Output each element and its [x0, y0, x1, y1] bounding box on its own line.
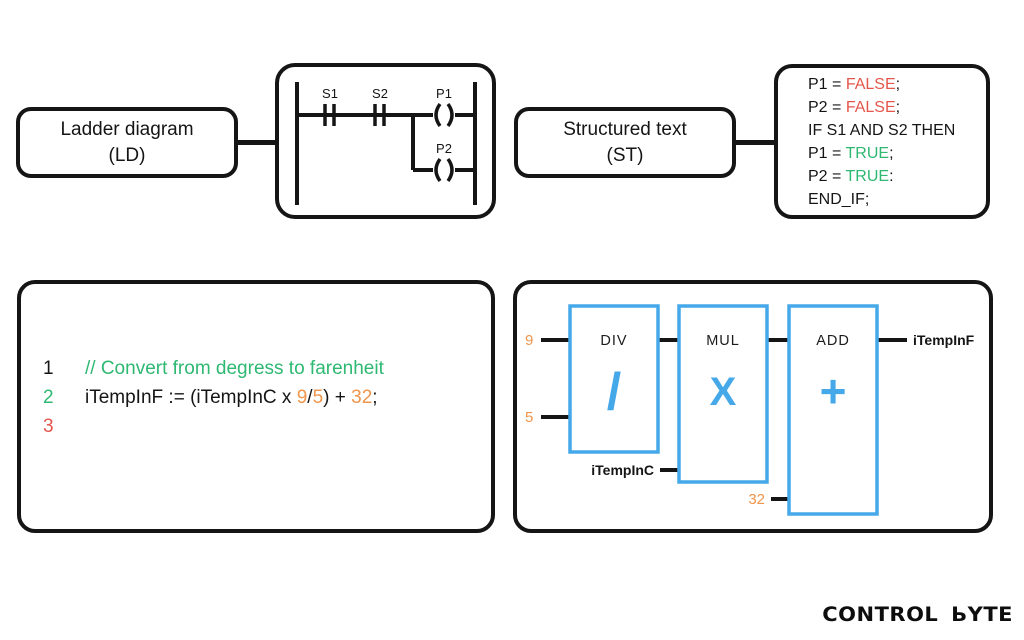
- st-code-text: ;: [889, 145, 894, 162]
- coil-p2-label: P2: [436, 141, 452, 156]
- editor-line-3: 3: [43, 412, 491, 441]
- fbd-drawing: DIV MUL ADD / X + 9 5 iTempInC 32 iTempI…: [525, 304, 975, 516]
- ladder-diagram-label-box: Ladder diagram (LD): [16, 107, 238, 178]
- fbd-output-itempinf-label: iTempInF: [913, 332, 975, 348]
- control-byte-logo: CONTROL ЬYTE: [822, 602, 1013, 626]
- structured-text-code-box: P1 = FALSE; P2 = FALSE; IF S1 AND S2 THE…: [774, 64, 990, 219]
- structured-text-label-line2: (ST): [606, 144, 644, 166]
- divide-symbol: /: [607, 363, 621, 421]
- st-code-text: P2 =: [808, 168, 846, 185]
- ladder-diagram-label-line1: Ladder diagram: [60, 118, 194, 140]
- div-block: [568, 304, 660, 454]
- code-text: ;: [372, 387, 378, 408]
- ld-connector-line: [236, 140, 276, 145]
- st-code-text: END_IF;: [808, 191, 870, 208]
- plus-symbol: +: [820, 365, 847, 417]
- line-number-2: 2: [43, 387, 54, 408]
- line-number-1: 1: [43, 358, 54, 379]
- line-number-3: 3: [43, 416, 54, 437]
- fbd-input-9-label: 9: [525, 332, 533, 349]
- st-code-text: ;: [895, 99, 901, 116]
- fbd-input-32-label: 32: [748, 491, 765, 508]
- ladder-diagram-drawing: S1 S2 P1 P2: [295, 82, 477, 205]
- st-keyword-false: FALSE: [845, 76, 896, 93]
- st-code-text: P2 =: [808, 99, 846, 116]
- fbd-input-itempinc-label: iTempInC: [591, 462, 654, 478]
- st-code-line-1: P1 = FALSE;: [808, 73, 986, 96]
- contact-s1-label: S1: [322, 86, 338, 101]
- st-example-code-box: 1 // Convert from degress to farenheit 2 i…: [17, 280, 495, 533]
- st-connector-line: [734, 140, 776, 145]
- coil-p1-paren: [446, 102, 454, 128]
- st-code-text: P1 =: [808, 76, 846, 93]
- code-text: iTempInF := (iTempInC x: [85, 387, 297, 408]
- coil-p1-paren: [434, 102, 442, 128]
- add-block-label: ADD: [816, 333, 850, 349]
- st-code-line-6: END_IF;: [808, 188, 986, 211]
- editor-line-2: 2 iTempInF := (iTempInC x 9/5) + 32;: [43, 383, 491, 412]
- div-block-label: DIV: [600, 333, 627, 349]
- mul-block: [677, 304, 769, 484]
- st-keyword-false: FALSE: [845, 99, 896, 116]
- fbd-input-5-label: 5: [525, 409, 533, 426]
- st-code-text: ;: [895, 76, 901, 93]
- code-text: ) +: [323, 387, 352, 408]
- multiply-symbol: X: [710, 370, 737, 414]
- st-code-text: P1 =: [808, 145, 846, 162]
- code-comment: // Convert from degress to farenheit: [85, 358, 384, 379]
- st-code-line-3: IF S1 AND S2 THEN: [808, 119, 986, 142]
- function-block-diagram-box: DIV MUL ADD / X + 9 5 iTempInC 32 iTempI…: [513, 280, 993, 533]
- st-code-text: :: [889, 168, 894, 185]
- add-block: [787, 304, 879, 516]
- ladder-diagram-label-line2: (LD): [108, 144, 146, 166]
- coil-p2-paren: [446, 157, 454, 183]
- code-number-32: 32: [351, 387, 373, 408]
- editor-line-1: 1 // Convert from degress to farenheit: [43, 354, 491, 383]
- st-code-line-2: P2 = FALSE;: [808, 96, 986, 119]
- st-keyword-true: TRUE: [845, 145, 890, 162]
- coil-p1-label: P1: [436, 86, 452, 101]
- code-number-5: 5: [312, 387, 324, 408]
- code-number-9: 9: [296, 387, 308, 408]
- st-keyword-true: TRUE: [845, 168, 890, 185]
- coil-p2-paren: [434, 157, 442, 183]
- mul-block-label: MUL: [706, 333, 740, 349]
- structured-text-label-box: Structured text (ST): [514, 107, 736, 178]
- ladder-diagram-box: S1 S2 P1 P2: [275, 63, 496, 219]
- structured-text-label-line1: Structured text: [563, 118, 687, 140]
- st-code-line-5: P2 = TRUE:: [808, 165, 986, 188]
- st-code-text: IF S1 AND S2 THEN: [808, 122, 956, 139]
- st-code-line-4: P1 = TRUE;: [808, 142, 986, 165]
- code-text: /: [307, 387, 313, 408]
- contact-s2-label: S2: [372, 86, 388, 101]
